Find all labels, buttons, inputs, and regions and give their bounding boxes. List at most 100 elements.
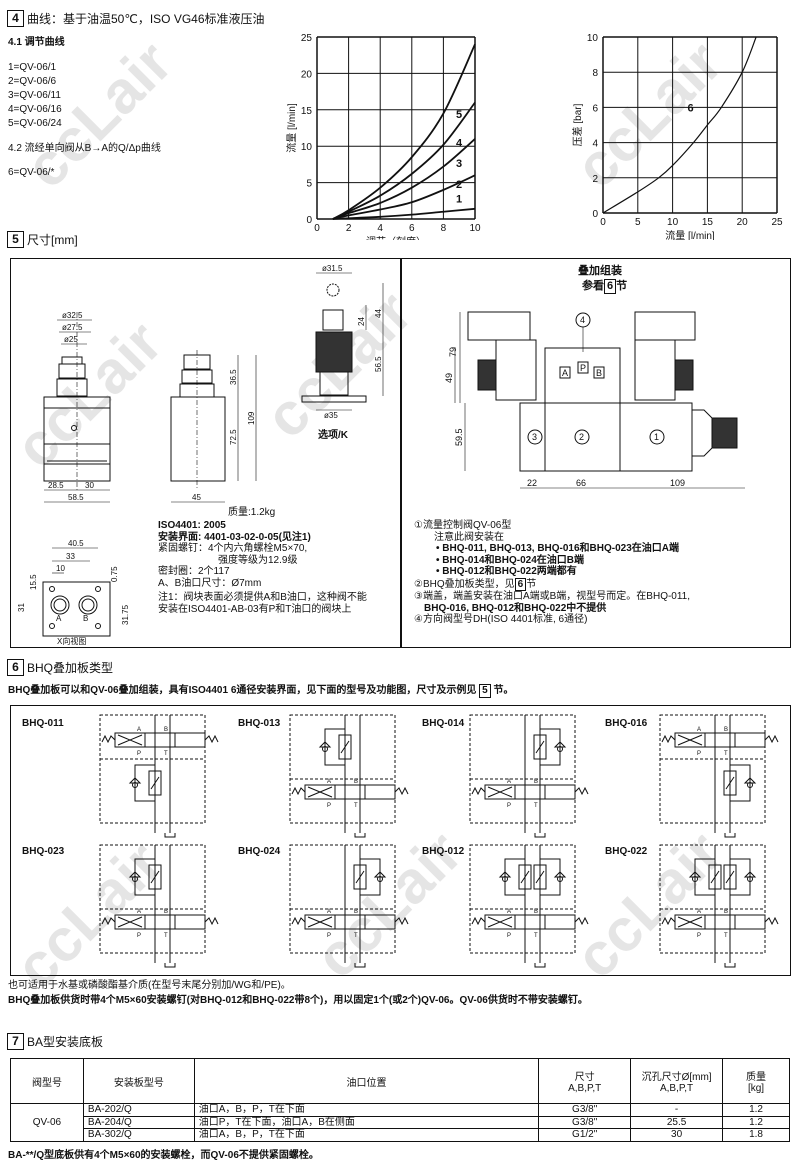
y-tick-label: 0 — [306, 215, 312, 226]
dim-label: 28.5 — [48, 481, 64, 490]
symbol-frame — [99, 714, 206, 824]
port-label: P — [580, 363, 586, 373]
x-tick-label: 10 — [667, 217, 679, 228]
throttle-arrow-icon — [535, 740, 545, 754]
port-label: A — [56, 614, 62, 623]
port-label: P — [507, 803, 511, 809]
section-number: 5 — [7, 231, 24, 248]
legend-5: 5=QV-06/24 — [8, 118, 62, 129]
bhq-type-label: BHQ-013 — [238, 718, 281, 729]
symbol-frame — [99, 844, 206, 954]
spring-icon — [471, 786, 589, 796]
dim-label: 31.75 — [121, 604, 130, 625]
section-title: 尺寸[mm] — [27, 233, 78, 247]
y-tick-label: 0 — [592, 209, 598, 220]
cross-arrows-icon — [117, 734, 143, 746]
note: BHQ-016, BHQ-012和BHQ-022中不提供 — [424, 602, 607, 614]
port-label: B — [596, 368, 602, 378]
dim-label: ø35 — [324, 411, 338, 420]
flow-control-valve — [533, 734, 547, 760]
table-row: QV-06 BA-202/Q 油口A，B，P，T在下面 G3/8" - 1.2 — [10, 1103, 790, 1142]
valve-body — [484, 784, 576, 800]
tank-icon — [164, 833, 176, 838]
bhq-type-label: BHQ-022 — [605, 846, 648, 857]
tank-icon — [354, 833, 366, 838]
cell: 25.5 — [630, 1115, 724, 1129]
dim-label: 30 — [85, 481, 94, 490]
callout: 4 — [580, 315, 585, 325]
port-label: B — [354, 779, 358, 785]
dim-label: 24 — [357, 317, 366, 326]
port-label: P — [137, 933, 141, 939]
cell: 油口A，B，P，T在下面 — [193, 1103, 540, 1117]
y-tick-label: 20 — [301, 69, 313, 80]
col-header: 质量 [kg] — [722, 1058, 790, 1104]
x-tick-label: 5 — [635, 217, 641, 228]
flow-control-valve — [518, 864, 532, 890]
dim-label: 66 — [576, 478, 586, 488]
section6-heading: 6 BHQ叠加板类型 — [7, 659, 113, 676]
bhq-type-label: BHQ-011 — [22, 718, 64, 729]
note: 注意此阀安装在 — [434, 531, 504, 543]
port-label: T — [724, 751, 728, 757]
port-label: B — [534, 909, 538, 915]
note: ③端盖，端盖安装在油口A端或B端，视型号而定。在BHQ-011, — [414, 591, 691, 602]
series-label: 5 — [456, 109, 462, 121]
port-label: B — [164, 727, 168, 733]
port-label: A — [697, 909, 701, 915]
text: 节 — [526, 578, 537, 590]
section-title: BHQ叠加板类型 — [27, 661, 114, 675]
cell: - — [630, 1103, 724, 1117]
cell: G1/2" — [538, 1128, 632, 1142]
port-label: T — [534, 803, 538, 809]
y-tick-label: 8 — [592, 68, 598, 79]
port-label: A — [562, 368, 568, 378]
option-k-label: 选项/K — [318, 428, 349, 441]
port-label: P — [137, 751, 141, 757]
flow-control-valve — [353, 864, 367, 890]
check-valve-ball — [132, 876, 138, 882]
legend-1: 1=QV-06/1 — [8, 62, 57, 73]
spec: 安装界面: 4401-03-02-0-05(见注1) — [158, 531, 311, 543]
valve-body — [304, 784, 396, 800]
port-label: B — [534, 779, 538, 785]
cell: BA-302/Q — [82, 1128, 195, 1142]
section-ref: 6 — [514, 577, 527, 591]
spec: ISO4401: 2005 — [158, 520, 226, 531]
y-tick-label: 6 — [592, 103, 598, 114]
valve-body — [484, 914, 576, 930]
valve-body — [114, 732, 206, 748]
dim-label: 79 — [448, 347, 458, 357]
section-ref: 5 — [479, 684, 491, 698]
series-label: 1 — [456, 193, 462, 205]
valve-body — [674, 914, 766, 930]
tank-icon — [164, 963, 176, 968]
flow-control-valve — [723, 770, 737, 796]
dim-label: 40.5 — [68, 539, 84, 548]
symbol-frame — [289, 844, 396, 954]
valve-body — [304, 914, 396, 930]
series-line-5 — [332, 43, 476, 220]
legend-3: 3=QV-06/11 — [8, 90, 61, 101]
y-tick-label: 10 — [301, 142, 313, 153]
x-axis-label: 流量 [l/min] — [665, 229, 715, 240]
check-valve-ball — [692, 876, 698, 882]
divider — [400, 258, 402, 648]
throttle-arrow-icon — [150, 870, 160, 884]
flow-control-valve — [338, 734, 352, 760]
flow-control-valve — [148, 770, 162, 796]
tank-icon — [724, 963, 736, 968]
cell: 1.8 — [722, 1128, 790, 1142]
series-label: 2 — [456, 179, 462, 191]
y-tick-label: 25 — [301, 33, 313, 44]
spring-icon — [291, 916, 409, 926]
text: ②BHQ叠加板类型，见 — [414, 578, 515, 590]
cell: G3/8" — [538, 1103, 632, 1117]
check-valve-ball — [502, 876, 508, 882]
dim-label: 15.5 — [29, 574, 38, 590]
spec: 注1：阀块表面必须提供A和B油口，这种阀不能 — [158, 592, 367, 603]
y-tick-label: 15 — [301, 106, 313, 117]
cell: 油口A，B，P，T在下面 — [193, 1128, 540, 1142]
